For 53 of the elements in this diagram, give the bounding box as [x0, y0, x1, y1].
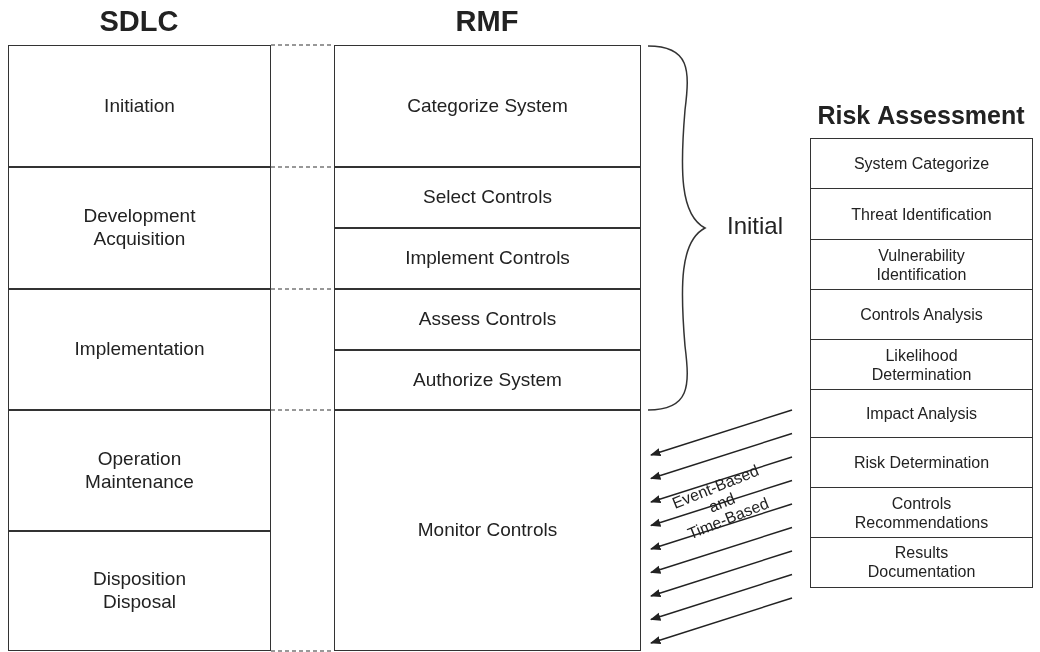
box-label: Controls Recommendations — [853, 493, 990, 532]
arrow — [650, 550, 793, 598]
phase-box — [8, 410, 271, 531]
arrow — [650, 573, 793, 621]
arrow — [650, 456, 793, 504]
box-label: Impact Analysis — [865, 404, 978, 424]
box-label: Implement Controls — [405, 247, 570, 270]
assessment-box — [810, 537, 1033, 588]
step-box — [334, 350, 641, 410]
arrow — [650, 597, 793, 645]
arrow — [650, 409, 793, 457]
box-label: Likelihood Determination — [870, 345, 973, 384]
arrow — [650, 432, 793, 480]
box-label: Operation Maintenance — [84, 447, 195, 494]
phase-box — [8, 167, 271, 289]
step-box — [334, 410, 641, 651]
box-label: Categorize System — [407, 94, 568, 118]
column-heading: Risk Assessment — [816, 100, 1026, 130]
box-label: Vulnerability Identification — [875, 245, 968, 284]
assessment-box — [810, 339, 1033, 391]
box-label: Development Acquisition — [82, 205, 197, 251]
assessment-box — [810, 188, 1033, 241]
box-label: Threat Identification — [851, 204, 992, 224]
phase-box — [8, 531, 271, 651]
assessment-box — [810, 437, 1033, 489]
box-label: Assess Controls — [418, 308, 557, 331]
box-label: Authorize System — [413, 368, 562, 392]
box-label: System Categorize — [853, 154, 990, 174]
assessment-box — [810, 138, 1033, 190]
assessment-box — [810, 239, 1033, 291]
box-label: Initiation — [104, 94, 175, 118]
box-label: Select Controls — [423, 186, 552, 209]
arrow — [650, 479, 793, 527]
assessment-box — [810, 289, 1033, 341]
step-box — [334, 167, 641, 228]
arrow — [650, 526, 793, 574]
phase-box — [8, 45, 271, 167]
column-heading: SDLC — [98, 4, 180, 39]
brace-label: Initial — [726, 212, 784, 241]
box-label: Implementation — [74, 338, 205, 361]
phase-box — [8, 289, 271, 410]
step-box — [334, 45, 641, 167]
box-label: Disposition Disposal — [92, 568, 187, 614]
step-box — [334, 228, 641, 289]
box-label: Monitor Controls — [417, 519, 558, 542]
arrow — [650, 503, 793, 551]
box-label: Controls Analysis — [860, 305, 983, 325]
box-label: Risk Determination — [853, 453, 990, 473]
assessment-box — [810, 487, 1033, 539]
box-label: Results Documentation — [866, 543, 977, 582]
column-heading: RMF — [454, 4, 520, 39]
step-box — [334, 289, 641, 350]
assessment-box — [810, 389, 1033, 439]
